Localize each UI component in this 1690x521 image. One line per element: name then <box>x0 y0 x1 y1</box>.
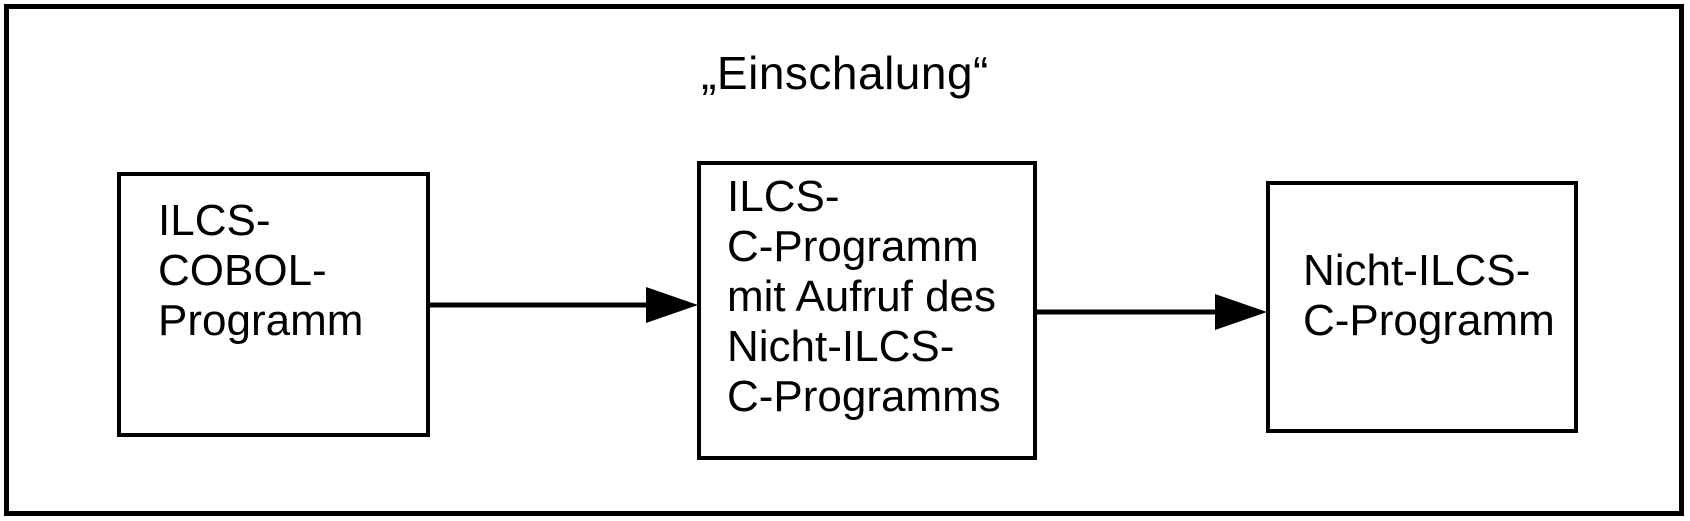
node-text-line: mit Aufruf des <box>727 272 997 321</box>
node-text-line: C-Programms <box>727 372 1001 421</box>
node-ilcs-c-programm-mit-aufruf: ILCS- C-Programm mit Aufruf des Nicht-IL… <box>697 161 1037 460</box>
arrow-ilcs-c-to-nicht-ilcs <box>1036 294 1267 330</box>
node-ilcs-cobol-programm: ILCS- COBOL- Programm <box>117 172 430 437</box>
node-text-line: C-Programm <box>1303 296 1555 345</box>
node-text-line: Programm <box>158 296 364 345</box>
arrow-cobol-to-ilcs-c <box>430 287 698 323</box>
node-text-line: ILCS- <box>727 172 840 221</box>
node-text-line: Nicht-ILCS- <box>1303 246 1531 295</box>
node-text-line: ILCS- <box>158 196 271 245</box>
node-text-line: COBOL- <box>158 246 327 295</box>
node-text-line: C-Programm <box>727 222 979 271</box>
node-text-line: Nicht-ILCS- <box>727 322 955 371</box>
node-nicht-ilcs-c-programm: Nicht-ILCS- C-Programm <box>1266 181 1578 433</box>
diagram-title: „Einschalung“ <box>701 47 989 99</box>
